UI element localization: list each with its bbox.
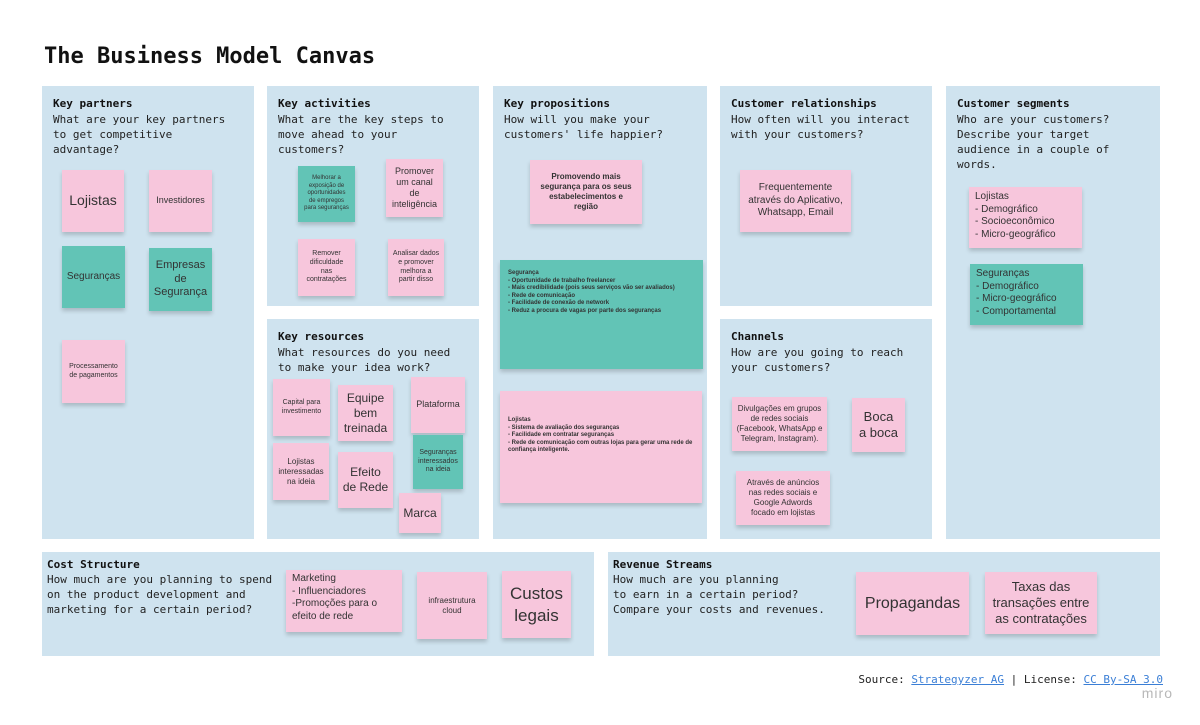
panel-question: How are you going to reach your customer… xyxy=(731,346,904,374)
source-label: Source: xyxy=(858,673,905,686)
sticky-note-promovendo-seguranca[interactable]: Promovendo mais segurança para os seus e… xyxy=(530,160,642,224)
panel-heading: Key propositions xyxy=(504,97,610,110)
panel-key-propositions[interactable]: Key propositions How will you make your … xyxy=(493,86,707,539)
panel-question: How will you make your customers' life h… xyxy=(504,113,663,141)
sticky-note-lojistas-interessadas[interactable]: Lojistas interessadas na ideia xyxy=(273,443,329,500)
panel-channels[interactable]: Channels How are you going to reach your… xyxy=(720,319,932,539)
page-title: The Business Model Canvas xyxy=(44,44,376,69)
panel-heading: Key activities xyxy=(278,97,371,110)
sticky-note-investidores[interactable]: Investidores xyxy=(149,170,212,232)
sticky-note-lojistas[interactable]: Lojistas xyxy=(62,170,124,232)
panel-revenue-streams[interactable]: Revenue Streams How much are you plannin… xyxy=(608,552,1160,656)
sticky-note-proposition-segurancas[interactable]: Segurança - Oportunidade de trabalho fre… xyxy=(500,260,703,369)
panel-customer-segments[interactable]: Customer segments Who are your customers… xyxy=(946,86,1160,539)
panel-question: How much are you planning to spend on th… xyxy=(47,573,273,616)
sticky-note-divulgacoes[interactable]: Divulgações em grupos de redes sociais (… xyxy=(732,397,827,451)
panel-cost-structure[interactable]: Cost Structure How much are you planning… xyxy=(42,552,594,656)
miro-logo: miro xyxy=(1141,685,1173,701)
sticky-note-capital[interactable]: Capital para investimento xyxy=(273,379,330,436)
sticky-note-marketing[interactable]: Marketing - Influenciadores -Promoções p… xyxy=(286,570,402,632)
sticky-note-taxas[interactable]: Taxas das transações entre as contrataçõ… xyxy=(985,572,1097,634)
panel-question: What are the key steps to move ahead to … xyxy=(278,113,444,156)
sticky-note-segment-lojistas[interactable]: Lojistas - Demográfico - Socioeconômico … xyxy=(969,187,1082,248)
sticky-note-analisar-dados[interactable]: Analisar dados e promover melhora a part… xyxy=(388,239,444,296)
sticky-note-processamento[interactable]: Processamento de pagamentos xyxy=(62,340,125,403)
panel-heading: Channels xyxy=(731,330,784,343)
sticky-note-segment-segurancas[interactable]: Seguranças - Demográfico - Micro-geográf… xyxy=(970,264,1083,325)
panel-key-partners[interactable]: Key partners What are your key partners … xyxy=(42,86,254,539)
sticky-note-plataforma[interactable]: Plataforma xyxy=(411,377,465,433)
sticky-note-boca-a-boca[interactable]: Boca a boca xyxy=(852,398,905,452)
panel-key-activities[interactable]: Key activities What are the key steps to… xyxy=(267,86,479,306)
sticky-note-propagandas[interactable]: Propagandas xyxy=(856,572,969,635)
panel-heading: Customer segments xyxy=(957,97,1070,110)
sticky-note-segurancas[interactable]: Seguranças xyxy=(62,246,125,308)
sticky-note-frequentemente[interactable]: Frequentemente através do Aplicativo, Wh… xyxy=(740,170,851,232)
source-license-footer: Source: Strategyzer AG | License: CC By-… xyxy=(858,673,1163,686)
panel-question: Who are your customers? Describe your ta… xyxy=(957,113,1110,171)
sticky-note-equipe[interactable]: Equipe bem treinada xyxy=(338,385,393,441)
panel-heading: Customer relationships xyxy=(731,97,877,110)
panel-heading: Key resources xyxy=(278,330,365,343)
panel-heading: Cost Structure xyxy=(47,558,140,571)
sticky-note-custos-legais[interactable]: Custos legais xyxy=(502,571,571,638)
sticky-note-efeito-rede[interactable]: Efeito de Rede xyxy=(338,452,393,508)
sticky-note-empresas-seguranca[interactable]: Empresas de Segurança xyxy=(149,248,212,311)
panel-question: How often will you interact with your cu… xyxy=(731,113,910,141)
panel-question: What are your key partners to get compet… xyxy=(53,113,226,156)
sticky-note-anuncios[interactable]: Através de anúncios nas redes sociais e … xyxy=(736,471,830,525)
license-link[interactable]: CC By-SA 3.0 xyxy=(1083,673,1163,686)
sticky-note-remover-dificuldade[interactable]: Remover dificuldade nas contratações xyxy=(298,239,355,296)
sticky-note-proposition-lojistas[interactable]: Lojistas - Sistema de avaliação dos segu… xyxy=(500,391,702,503)
sticky-note-infraestrutura[interactable]: infraestrutura cloud xyxy=(417,572,487,639)
panel-heading: Key partners xyxy=(53,97,133,110)
panel-customer-relationships[interactable]: Customer relationships How often will yo… xyxy=(720,86,932,306)
sticky-note-marca[interactable]: Marca xyxy=(399,493,441,533)
panel-question: How much are you planning to earn in a c… xyxy=(613,573,825,616)
sticky-note-segurancas-interessados[interactable]: Seguranças interessados na ideia xyxy=(413,435,463,489)
panel-heading: Revenue Streams xyxy=(613,558,713,571)
source-link[interactable]: Strategyzer AG xyxy=(911,673,1005,686)
panel-question: What resources do you need to make your … xyxy=(278,346,451,374)
sticky-note-melhorar-exposicao[interactable]: Melhorar a exposição de oportunidades de… xyxy=(298,166,355,222)
sticky-note-promover-canal[interactable]: Promover um canal de inteligência xyxy=(386,159,443,217)
panel-key-resources[interactable]: Key resources What resources do you need… xyxy=(267,319,479,539)
license-label: | License: xyxy=(1010,673,1077,686)
